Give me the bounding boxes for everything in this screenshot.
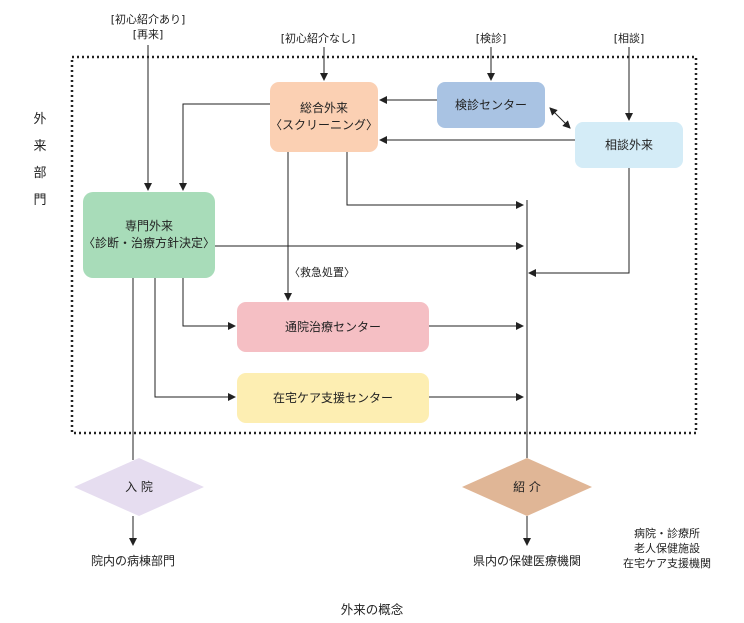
specialty-outpatient-subtitle: 〈診断・治療方針決定〉 [83, 235, 215, 250]
admission-label: 入 院 [125, 480, 153, 494]
output-facility-2: 老人保健施設 [634, 541, 700, 555]
outpatient-treatment-center-box [237, 302, 429, 352]
home-care-support-center-box [237, 373, 429, 423]
referral-diamond [462, 458, 592, 516]
diagram-caption: 外来の概念 [341, 602, 404, 617]
arrow-specialty-to-homecare [154, 278, 236, 401]
outpatient-treatment-center-label: 通院治療センター [285, 320, 381, 334]
referral-label: 紹 介 [513, 480, 541, 494]
outpatient-department-region [70, 55, 698, 435]
checkup-center-box [437, 82, 545, 128]
input-checkup: [検診] [476, 31, 507, 45]
input-consult: [相談] [614, 31, 645, 45]
output-facility-1: 病院・診療所 [634, 526, 700, 540]
specialty-outpatient-title: 専門外来 [125, 219, 173, 233]
general-outpatient-title: 総合外来 [300, 100, 348, 115]
arrow-general-to-referral-line [346, 152, 524, 209]
arrow-general-to-specialty [179, 103, 270, 191]
arrow-consult-to-referral-line [528, 168, 630, 277]
general-outpatient-box [270, 82, 378, 152]
arrow-specialty-to-treatment [182, 278, 236, 330]
arrow-checkup-consult [549, 107, 571, 129]
admission-diamond [74, 458, 204, 516]
checkup-center-label: 検診センター [455, 97, 527, 112]
consult-clinic-box [575, 122, 683, 168]
general-outpatient-subtitle: 〈スクリーニング〉 [270, 118, 378, 132]
output-facility-3: 在宅ケア支援機関 [623, 556, 711, 570]
specialty-outpatient-box [83, 192, 215, 278]
output-ward: 院内の病棟部門 [91, 553, 175, 568]
region-label: 外来部門 [33, 112, 46, 208]
connectors [129, 45, 633, 546]
input-referral-yes-line2: [再来] [133, 28, 164, 41]
svg-text:外来部門: 外来部門 [33, 112, 46, 208]
input-referral-yes-line1: [初心紹介あり] [111, 12, 186, 26]
home-care-support-center-label: 在宅ケア支援センター [273, 390, 393, 405]
consult-clinic-label: 相談外来 [605, 137, 653, 152]
output-prefecture: 県内の保健医療機関 [473, 553, 581, 568]
emergency-label: 〈救急処置〉 [289, 265, 355, 279]
input-referral-no: [初心紹介なし] [281, 31, 356, 45]
